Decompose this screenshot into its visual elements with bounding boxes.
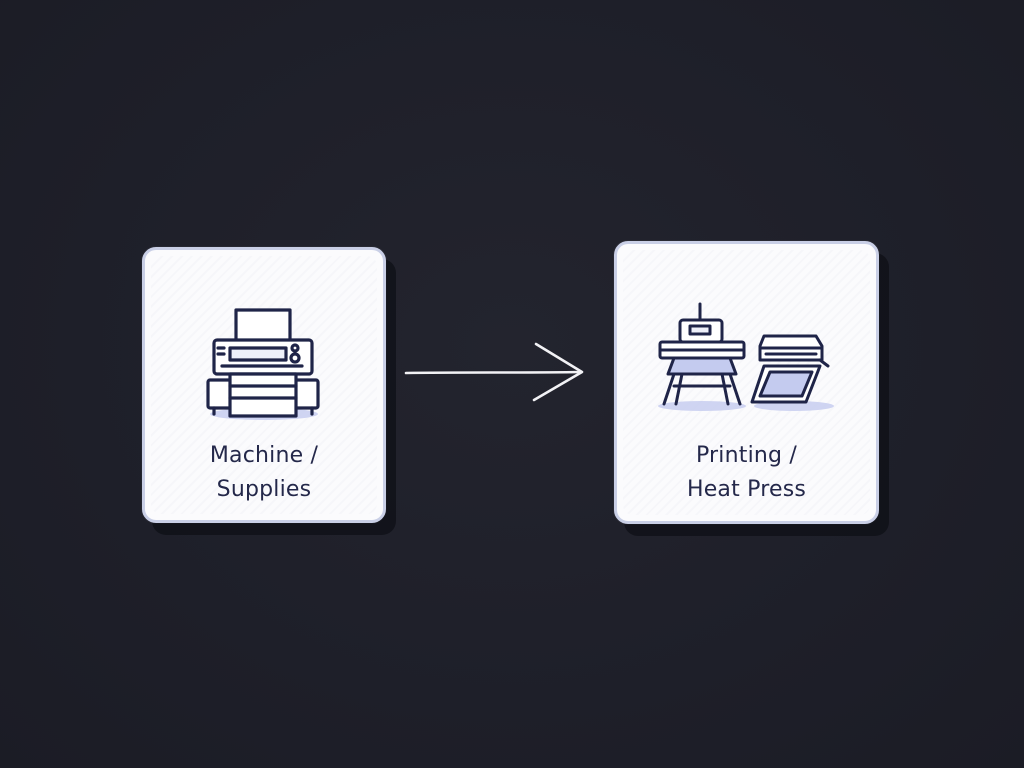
node-printing-heat-press[interactable]: Printing / Heat Press (614, 241, 879, 524)
clamshell-press-icon (750, 334, 834, 411)
label-line: Supplies (216, 477, 312, 502)
node-label: Printing / Heat Press (617, 439, 876, 507)
printer-icon (145, 300, 383, 424)
node-label: Machine / Supplies (145, 439, 383, 507)
icon-group (617, 298, 876, 416)
label-line: Machine / (209, 443, 319, 468)
node-machine-supplies[interactable]: Machine / Supplies (142, 247, 386, 523)
label-line: Printing / (695, 443, 798, 468)
heat-press-icon (657, 302, 746, 411)
label-line: Heat Press (686, 477, 807, 502)
flow-arrow (404, 342, 584, 402)
